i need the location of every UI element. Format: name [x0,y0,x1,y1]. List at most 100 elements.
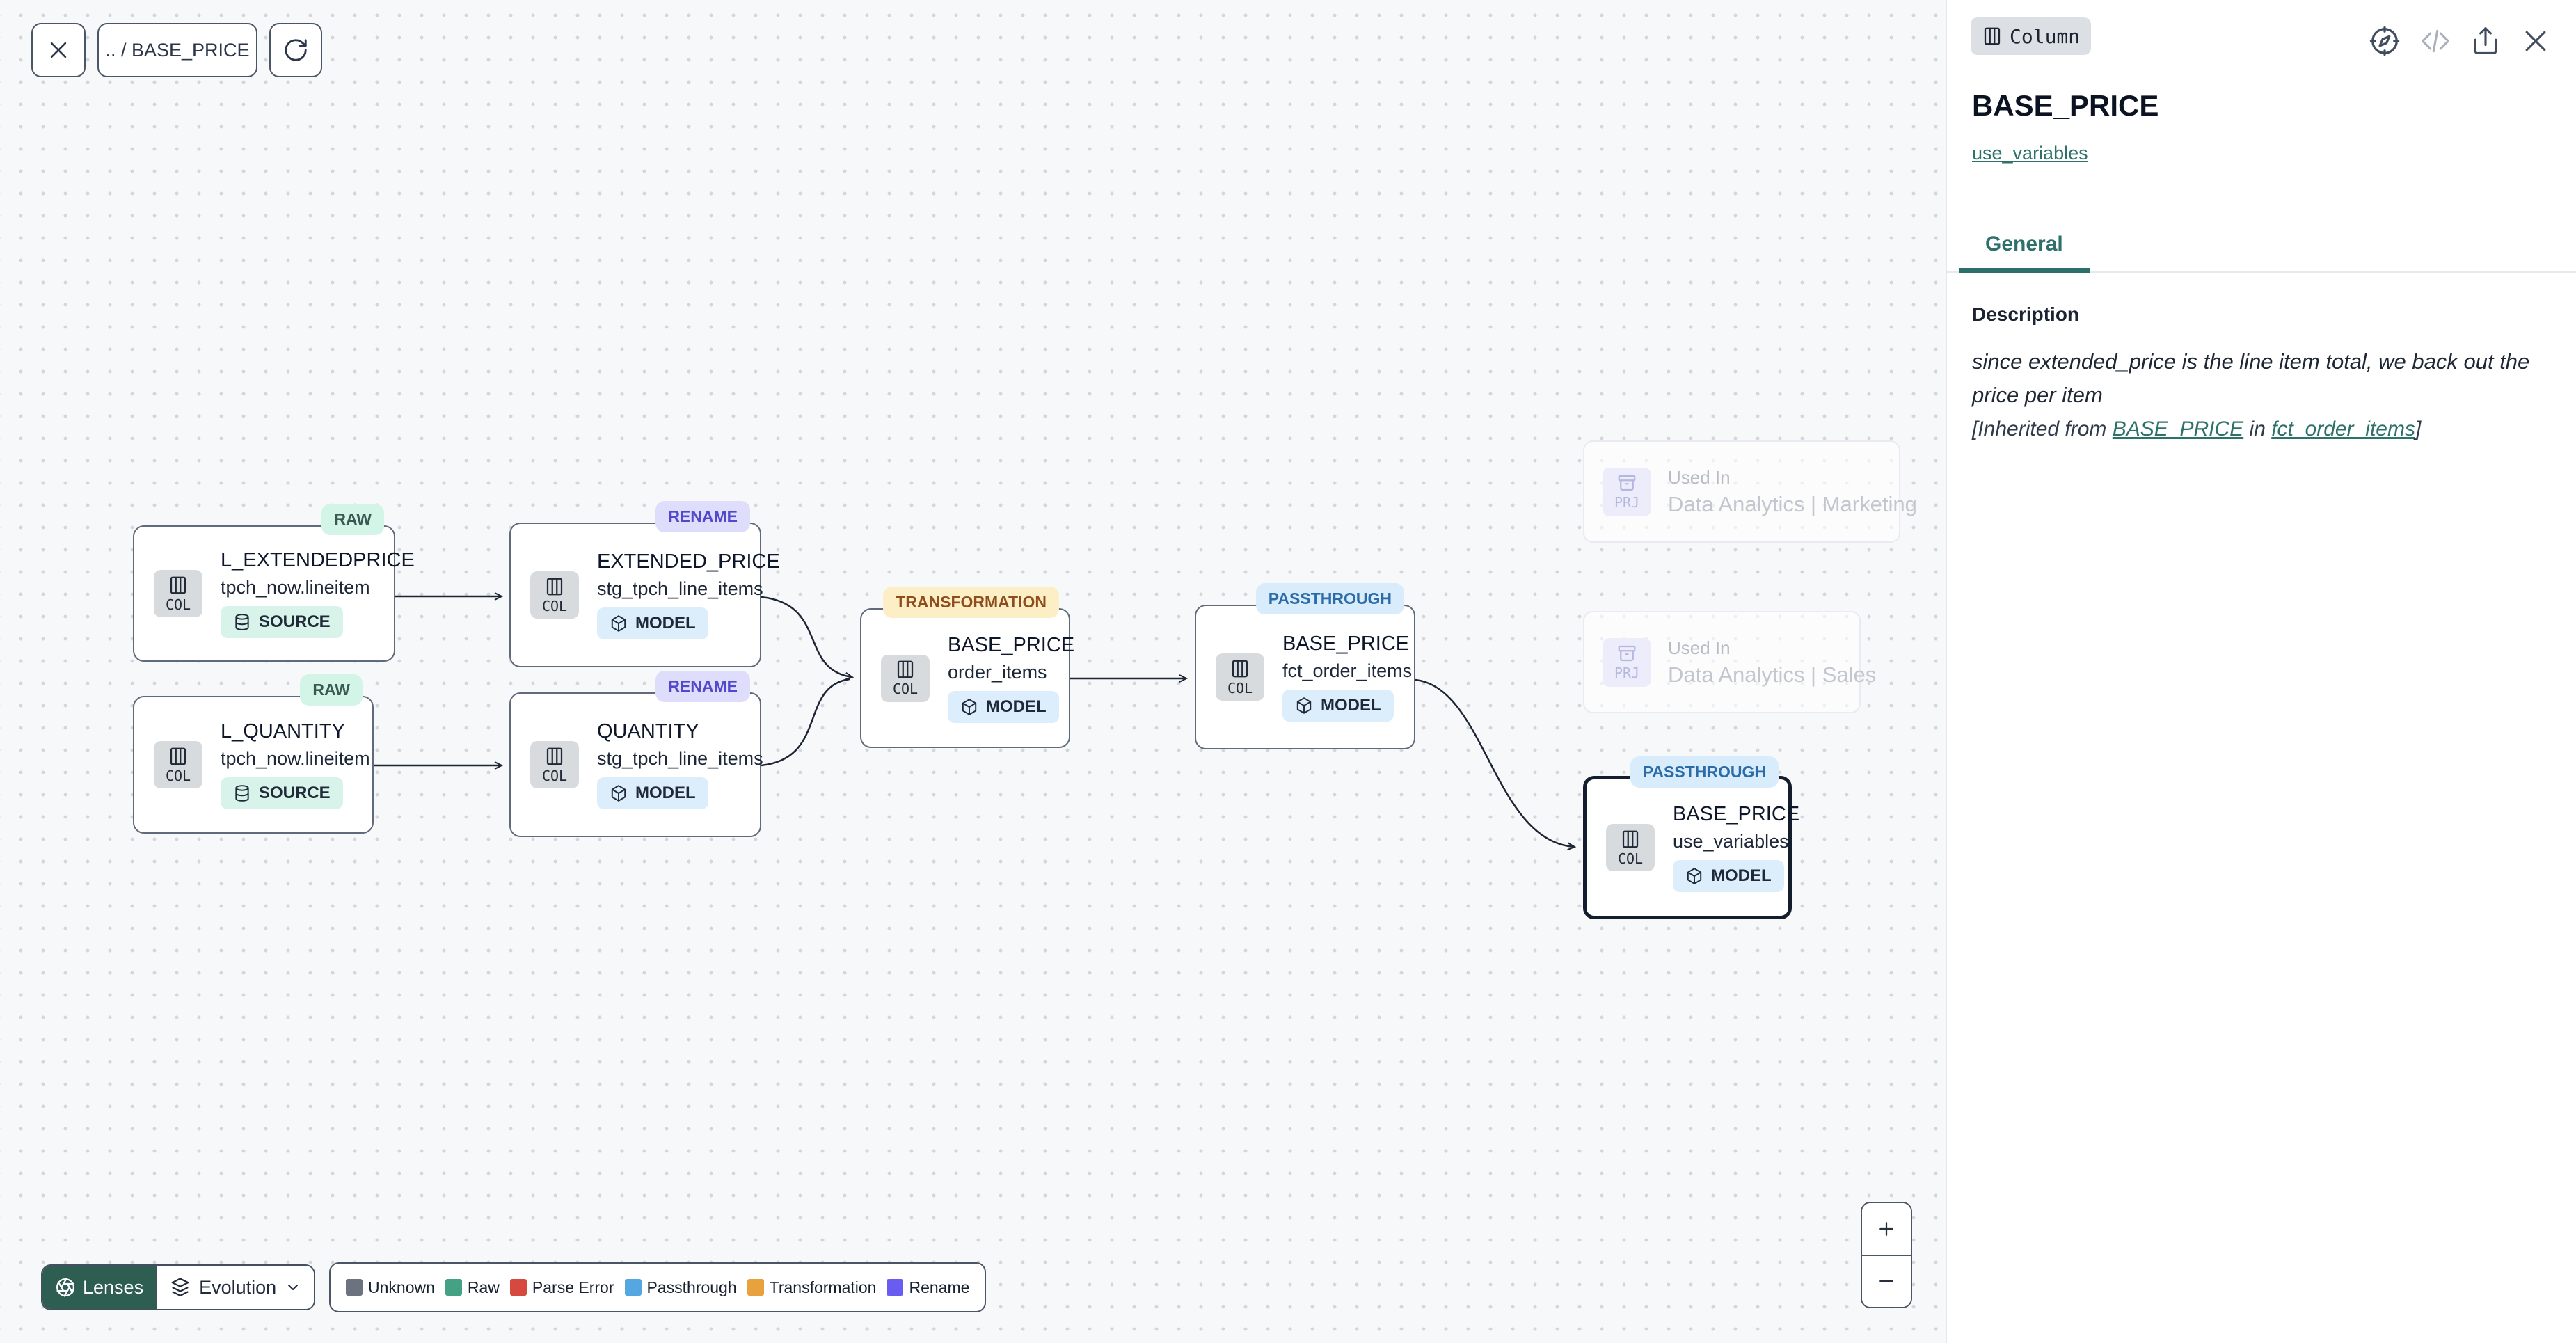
node-title: QUANTITY [597,720,699,742]
lenses-control: Lenses Evolution [41,1264,316,1310]
legend-item: Rename [887,1278,969,1297]
legend-swatch-raw [445,1279,462,1296]
node-subtitle: use_variables [1673,831,1789,852]
columns-icon [546,578,563,595]
columns-icon [546,747,563,765]
close-lineage-button[interactable] [31,23,86,77]
column-chip: COL [1216,653,1264,701]
cube-icon [611,785,626,802]
column-chip: COL [881,654,930,702]
legend-item: Transformation [747,1278,876,1297]
plus-icon [1879,1221,1893,1236]
node-kind-badge: SOURCE [221,777,343,809]
lenses-button[interactable]: Lenses [42,1266,157,1309]
close-panel-icon[interactable] [2520,26,2551,56]
node-kind-badge: SOURCE [221,606,343,638]
node-title: BASE_PRICE [1673,803,1800,825]
code-icon[interactable] [2420,26,2451,56]
node-subtitle: tpch_now.lineitem [221,748,370,769]
lineage-edge [1415,678,1577,851]
lens-legend: Unknown Raw Parse Error Passthrough Tran… [329,1262,987,1312]
breadcrumb-label: .. / BASE_PRICE [105,39,250,61]
node-title: L_QUANTITY [221,720,345,742]
lineage-node-quantity[interactable]: RENAME COL QUANTITY stg_tpch_line_items … [509,671,763,837]
node-subtitle: fct_order_items [1282,660,1413,681]
cube-icon [611,615,626,632]
project-chip: PRJ [1603,467,1651,516]
node-subtitle: tpch_now.lineitem [221,577,370,598]
database-icon [235,614,249,630]
column-chip: COL [530,571,579,619]
zoom-in-button[interactable] [1862,1203,1911,1255]
node-title: L_EXTENDEDPRICE [221,549,415,571]
minus-icon [1879,1280,1893,1282]
columns-icon [170,747,186,765]
model-link[interactable]: use_variables [1972,143,2088,164]
node-title: BASE_PRICE [948,633,1075,656]
edge-type-badge: PASSTHROUGH [1255,583,1404,614]
inherited-column-link[interactable]: BASE_PRICE [2112,418,2244,440]
breadcrumb[interactable]: .. / BASE_PRICE [97,23,257,77]
lineage-canvas[interactable]: .. / BASE_PRICE RAW COL L_EXTENDEDPRICE … [0,0,1946,1343]
columns-icon [1622,830,1639,848]
legend-swatch-transformation [747,1279,764,1296]
column-chip: COL [1606,824,1655,871]
description-body: since extended_price is the line item to… [1972,349,2530,408]
node-kind-badge: MODEL [597,777,708,809]
share-icon[interactable] [2470,26,2501,56]
edge-type-badge: RAW [300,674,363,706]
archive-icon [1618,645,1636,662]
cube-icon [1687,868,1702,884]
x-icon [50,42,67,58]
details-panel: Column BASE_PRICE use_variables General … [1946,0,2576,1343]
tab-general[interactable]: General [1959,217,2090,273]
used-in-value: Data Analytics | Sales [1668,662,1877,687]
used-in-value: Data Analytics | Marketing [1668,491,1917,516]
entity-type-badge: Column [1971,17,2092,55]
lineage-node-base-price-use-variables[interactable]: PASSTHROUGH COL BASE_PRICE use_variables… [1583,756,1799,919]
compass-icon[interactable] [2369,25,2401,57]
lineage-node-l-quantity[interactable]: RAW COL L_QUANTITY tpch_now.lineitem SOU… [133,674,374,834]
columns-icon [897,660,914,678]
columns-icon [170,576,186,594]
node-subtitle: order_items [948,661,1047,683]
edge-type-badge: PASSTHROUGH [1630,756,1779,788]
edge-type-badge: RENAME [655,671,750,702]
column-chip: COL [154,570,202,617]
lineage-node-base-price-fct-order-items[interactable]: PASSTHROUGH COL BASE_PRICE fct_order_ite… [1195,583,1415,749]
layers-icon [171,1278,189,1296]
database-icon [235,785,249,802]
lineage-edge [761,596,854,681]
lineage-node-l-extendedprice[interactable]: RAW COL L_EXTENDEDPRICE tpch_now.lineite… [133,504,415,662]
column-chip: COL [154,741,202,788]
zoom-out-button[interactable] [1862,1254,1911,1307]
lens-select[interactable]: Evolution [156,1266,315,1309]
cube-icon [1296,697,1312,714]
node-kind-badge: MODEL [1673,860,1784,892]
panel-actions [2369,25,2551,57]
zoom-controls [1861,1202,1912,1308]
legend-item: Raw [445,1278,500,1297]
lineage-edge [761,678,850,767]
refresh-icon [285,39,307,61]
inherited-model-link[interactable]: fct_order_items [2271,418,2415,440]
legend-swatch-rename [887,1279,904,1296]
used-in-label: Used In [1668,466,1731,488]
cube-icon [962,698,977,715]
lineage-node-extended-price[interactable]: RENAME COL EXTENDED_PRICE stg_tpch_line_… [509,501,780,667]
lineage-node-base-price-order-items[interactable]: TRANSFORMATION COL BASE_PRICE order_item… [860,587,1074,748]
node-kind-badge: MODEL [597,607,708,639]
aperture-icon [56,1278,74,1297]
columns-icon [1984,27,2001,45]
description-inherited: [Inherited from BASE_PRICE in fct_order_… [1972,418,2422,440]
node-subtitle: stg_tpch_line_items [597,748,763,769]
legend-item: Parse Error [509,1278,614,1297]
node-kind-badge: MODEL [1282,690,1394,722]
used-in-card-sales[interactable]: PRJ Used In Data Analytics | Sales [1583,611,1876,713]
used-in-card-marketing[interactable]: PRJ Used In Data Analytics | Marketing [1583,440,1917,543]
archive-icon [1618,475,1636,491]
node-kind-badge: MODEL [948,690,1059,723]
node-subtitle: stg_tpch_line_items [597,578,763,599]
refresh-button[interactable] [269,23,322,77]
